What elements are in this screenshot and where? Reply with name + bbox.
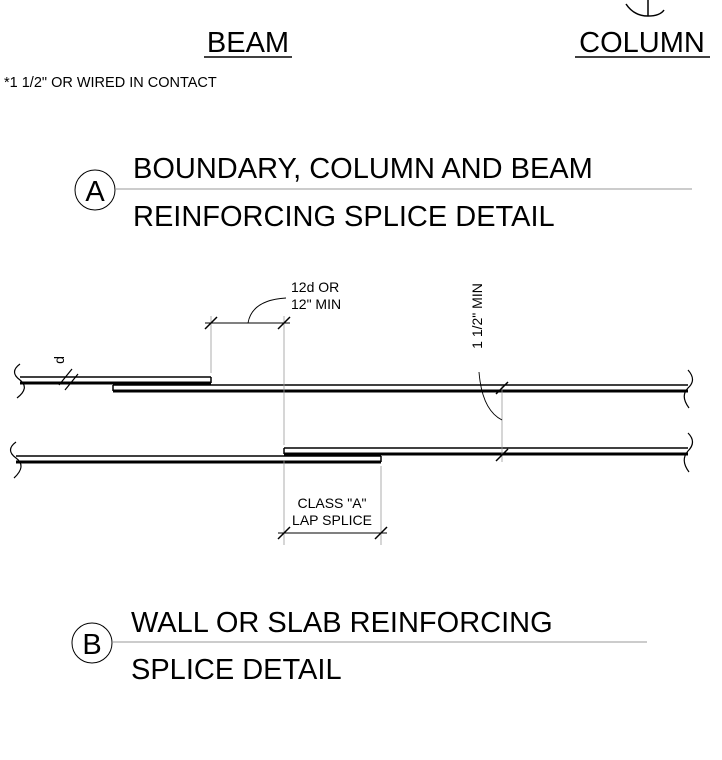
lap-splice-label-line2: LAP SPLICE [292,512,372,528]
lower-bar-right [283,447,688,456]
centerline-symbol-icon [625,0,665,17]
detail-a-title-line2: REINFORCING SPLICE DETAIL [133,201,555,233]
bar-diameter-label: d [51,356,67,364]
upper-bar-left [20,376,212,385]
lower-bar-left [16,455,382,464]
lap-length-label-line1: 12d OR [291,279,339,295]
detail-a-bubble [74,169,116,211]
clearance-dimension [478,371,509,462]
break-lines [9,363,694,479]
lap-splice-dimension [277,460,388,545]
detail-b-title-line1: WALL OR SLAB REINFORCING [131,607,553,639]
detail-b-letter: B [82,629,101,661]
column-label: COLUMN [579,27,705,59]
clearance-label: 1 1/2" MIN [469,283,485,349]
note-text: *1 1/2" OR WIRED IN CONTACT [4,75,217,91]
detail-b-title-line2: SPLICE DETAIL [131,654,342,686]
lap-length-label-line2: 12" MIN [291,296,341,312]
detail-a-title-line1: BOUNDARY, COLUMN AND BEAM [133,153,593,185]
lap-splice-label-line1: CLASS "A" [297,495,366,511]
detail-a-letter: A [85,176,105,208]
detail-b-bubble [71,622,113,664]
lap-length-dimension [204,297,291,445]
beam-label: BEAM [207,27,289,59]
upper-bar-right [112,384,688,393]
bar-diameter-ticks [58,368,79,391]
